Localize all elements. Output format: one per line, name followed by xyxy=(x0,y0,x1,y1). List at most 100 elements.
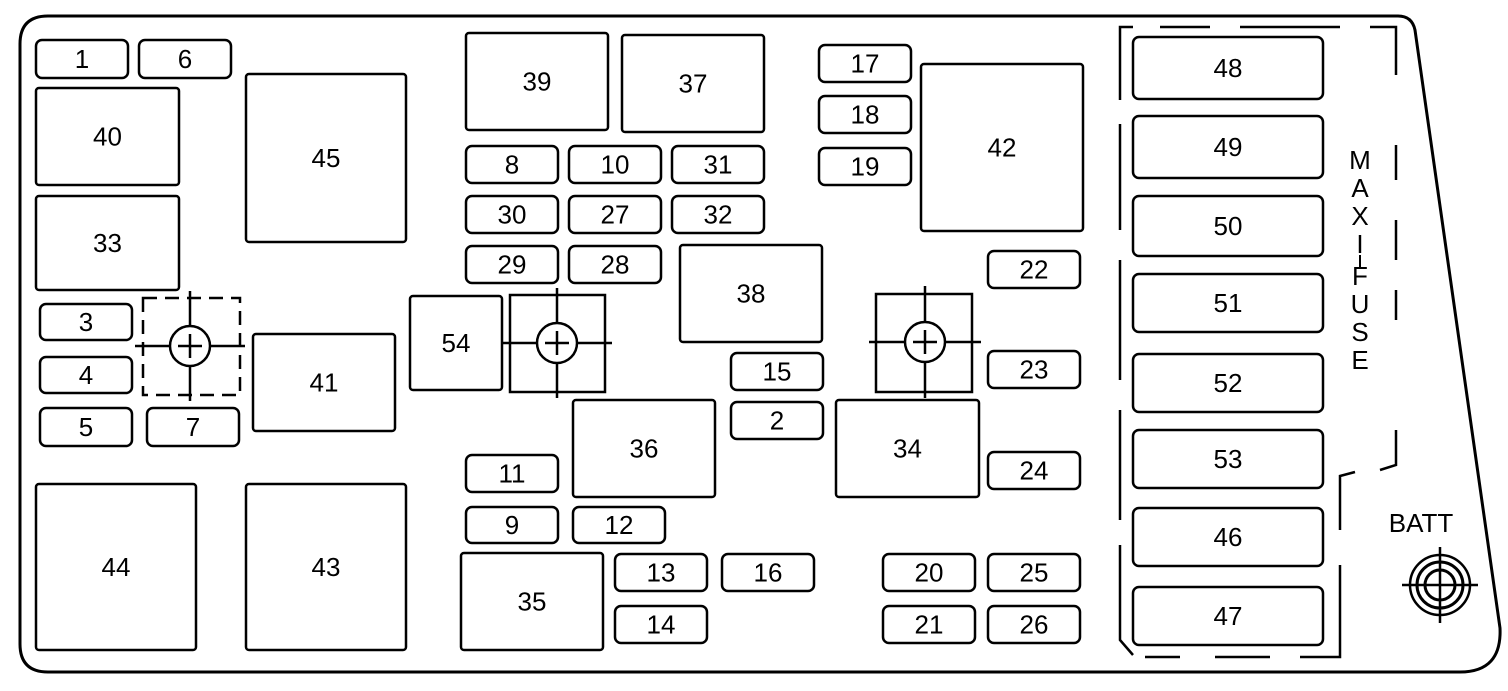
fuse-21: 21 xyxy=(881,604,977,645)
fuse-slot xyxy=(720,552,816,593)
fuse-slot xyxy=(1131,585,1325,647)
fuse-28: 28 xyxy=(567,244,663,285)
fuse-slot xyxy=(464,505,560,545)
fuse-slot xyxy=(38,406,134,448)
fuse-label: 48 xyxy=(1214,53,1243,83)
fuse-slot xyxy=(1131,194,1325,258)
fuse-slot xyxy=(817,94,913,135)
fuse-1: 1 xyxy=(34,38,130,80)
fuse-label: 42 xyxy=(988,133,1017,163)
maxi-fuse-letter: U xyxy=(1351,289,1370,319)
fuse-slot xyxy=(1131,114,1325,180)
mount-bolt-right xyxy=(869,286,981,398)
fuse-18: 18 xyxy=(817,94,913,135)
fuse-label: 31 xyxy=(704,150,733,180)
fuse-slot xyxy=(464,31,610,132)
fuse-44: 44 xyxy=(34,482,198,652)
fuse-42: 42 xyxy=(919,62,1085,233)
fuse-label: 53 xyxy=(1214,444,1243,474)
fuse-slot xyxy=(571,505,667,545)
fuse-label: 49 xyxy=(1214,132,1243,162)
fuse-4: 4 xyxy=(38,355,134,395)
fuse-slot xyxy=(817,43,913,84)
fuse-slot xyxy=(137,38,233,80)
fuse-slot xyxy=(881,552,977,593)
fuse-slot xyxy=(244,482,408,652)
fuse-label: 44 xyxy=(102,552,131,582)
fuse-label: 10 xyxy=(601,150,630,180)
fuse-label: 45 xyxy=(312,143,341,173)
fuse-slot xyxy=(834,398,981,499)
fuse-29: 29 xyxy=(464,244,560,285)
fuse-label: 50 xyxy=(1214,211,1243,241)
fuse-36: 36 xyxy=(571,398,717,499)
fuse-label: 24 xyxy=(1020,456,1049,486)
fuse-23: 23 xyxy=(986,349,1082,390)
fuse-slot xyxy=(34,38,130,80)
fuse-slot xyxy=(34,86,181,187)
fuse-label: 9 xyxy=(505,510,519,540)
fuse-label: 12 xyxy=(605,510,634,540)
fuse-slot xyxy=(464,453,560,494)
fuse-24: 24 xyxy=(986,450,1082,491)
fuse-slot xyxy=(567,144,663,185)
fuse-label: 46 xyxy=(1214,522,1243,552)
fuse-label: 15 xyxy=(763,357,792,387)
maxi-fuse-letter: A xyxy=(1351,173,1369,203)
fuse-slot xyxy=(613,552,709,593)
fuse-22: 22 xyxy=(986,249,1082,290)
fuse-label: 16 xyxy=(754,558,783,588)
fuse-label: 19 xyxy=(851,152,880,182)
fuse-label: 36 xyxy=(630,434,659,464)
fuse-slot xyxy=(986,552,1082,593)
maxi-fuse-letter: E xyxy=(1351,345,1368,375)
fuse-label: 34 xyxy=(893,434,922,464)
fuse-label: 4 xyxy=(79,360,93,390)
fuse-54: 54 xyxy=(408,294,504,392)
maxi-fuse-bracket xyxy=(1118,25,1398,659)
fuse-label: 41 xyxy=(310,368,339,398)
fuse-27: 27 xyxy=(567,194,663,235)
fuse-label: 11 xyxy=(499,459,526,489)
fuse-label: 35 xyxy=(518,587,547,617)
fuse-label: 28 xyxy=(601,250,630,280)
fuse-15: 15 xyxy=(729,351,825,392)
fuse-slot xyxy=(729,351,825,392)
fuse-32: 32 xyxy=(670,194,766,235)
fuse-label: 43 xyxy=(312,552,341,582)
fuse-slot xyxy=(34,482,198,652)
fuse-slot xyxy=(464,144,560,185)
fuse-slot xyxy=(986,349,1082,390)
fuse-label: 6 xyxy=(178,44,192,74)
fuse-slot xyxy=(670,194,766,235)
fuse-slot xyxy=(1131,35,1325,101)
fuse-label: 2 xyxy=(770,406,784,436)
fuse-label: 47 xyxy=(1214,601,1243,631)
fuse-slot xyxy=(459,551,605,652)
fuse-label: 1 xyxy=(75,44,89,74)
fuse-50: 50 xyxy=(1131,194,1325,258)
fuse-label: 29 xyxy=(498,250,527,280)
fuse-label: 54 xyxy=(442,328,471,358)
fuse-31: 31 xyxy=(670,144,766,185)
maxi-fuse-letter: I xyxy=(1356,229,1363,259)
fuse-label: 30 xyxy=(498,200,527,230)
fuse-slot xyxy=(919,62,1085,233)
fuse-slot xyxy=(251,332,397,433)
fuse-slot xyxy=(567,244,663,285)
fuse-slot xyxy=(1131,352,1325,414)
fuse-14: 14 xyxy=(613,604,709,645)
fuse-5: 5 xyxy=(38,406,134,448)
fuse-49: 49 xyxy=(1131,114,1325,180)
fuse-label: 37 xyxy=(679,69,708,99)
fuse-slot xyxy=(464,194,560,235)
fuse-30: 30 xyxy=(464,194,560,235)
fuse-20: 20 xyxy=(881,552,977,593)
mount-bolt-center xyxy=(502,288,612,398)
fuse-label: 17 xyxy=(851,49,880,79)
fuse-43: 43 xyxy=(244,482,408,652)
fuse-slot xyxy=(670,144,766,185)
fuse-label: 51 xyxy=(1214,288,1243,318)
